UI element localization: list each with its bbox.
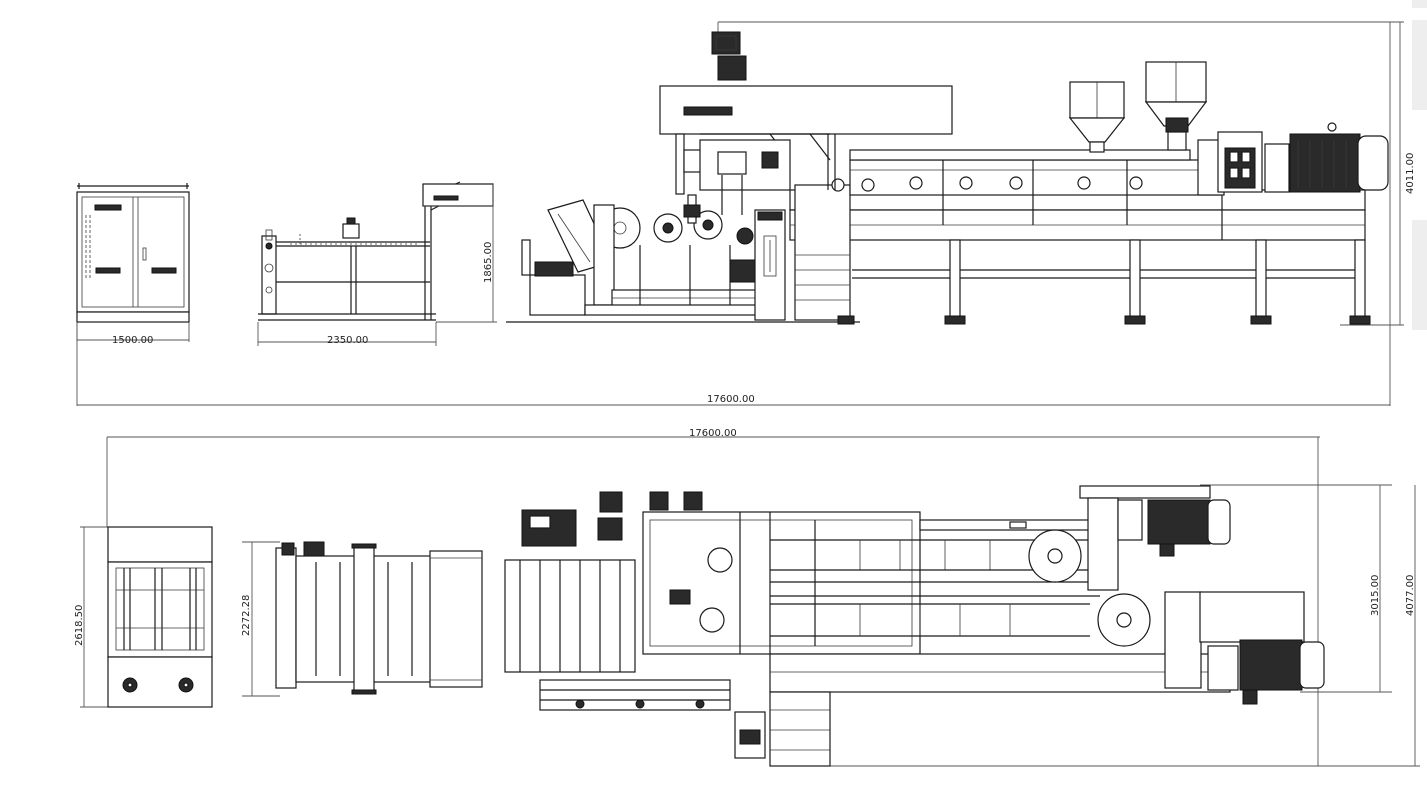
- hoppers-elevation: [1068, 61, 1208, 153]
- watermark: [1412, 0, 1427, 330]
- overall-width-dimension: 4077.00: [1405, 575, 1416, 616]
- total-length-dimension-elevation: 17600.00: [707, 394, 755, 405]
- winder-length-dimension: 2350.00: [327, 335, 368, 346]
- die-head-tower-elevation: [659, 31, 953, 224]
- control-cabinet-width-dimension: 1500.00: [112, 335, 153, 346]
- control-cabinet-depth-dimension: 2618.50: [74, 605, 85, 646]
- main-frame-plan: [642, 511, 1231, 767]
- elevation-view: 1500.00: [76, 21, 1416, 406]
- winder-elevation: [257, 181, 497, 346]
- haul-off-plan: [504, 491, 731, 711]
- winder-plan: [275, 541, 483, 695]
- extruder-2-plan: [1097, 591, 1325, 705]
- extruder-width-dimension: 3015.00: [1370, 575, 1381, 616]
- total-length-dimension-plan: 17600.00: [689, 428, 737, 439]
- control-cabinet-plan: [107, 526, 213, 708]
- gearbox-motor-elevation: [1197, 122, 1389, 196]
- calender-unit-elevation: [506, 199, 860, 323]
- plan-view: 2618.50 2272.28: [74, 428, 1420, 767]
- extruder-elevation: [789, 134, 1371, 325]
- winder-height-dimension: 1865.00: [483, 242, 494, 283]
- control-cabinet-elevation: [76, 183, 190, 342]
- extruder-1-plan: [1028, 485, 1231, 591]
- overall-height-dimension: 4011.00: [1405, 153, 1416, 194]
- winder-width-dimension: 2272.28: [241, 595, 252, 636]
